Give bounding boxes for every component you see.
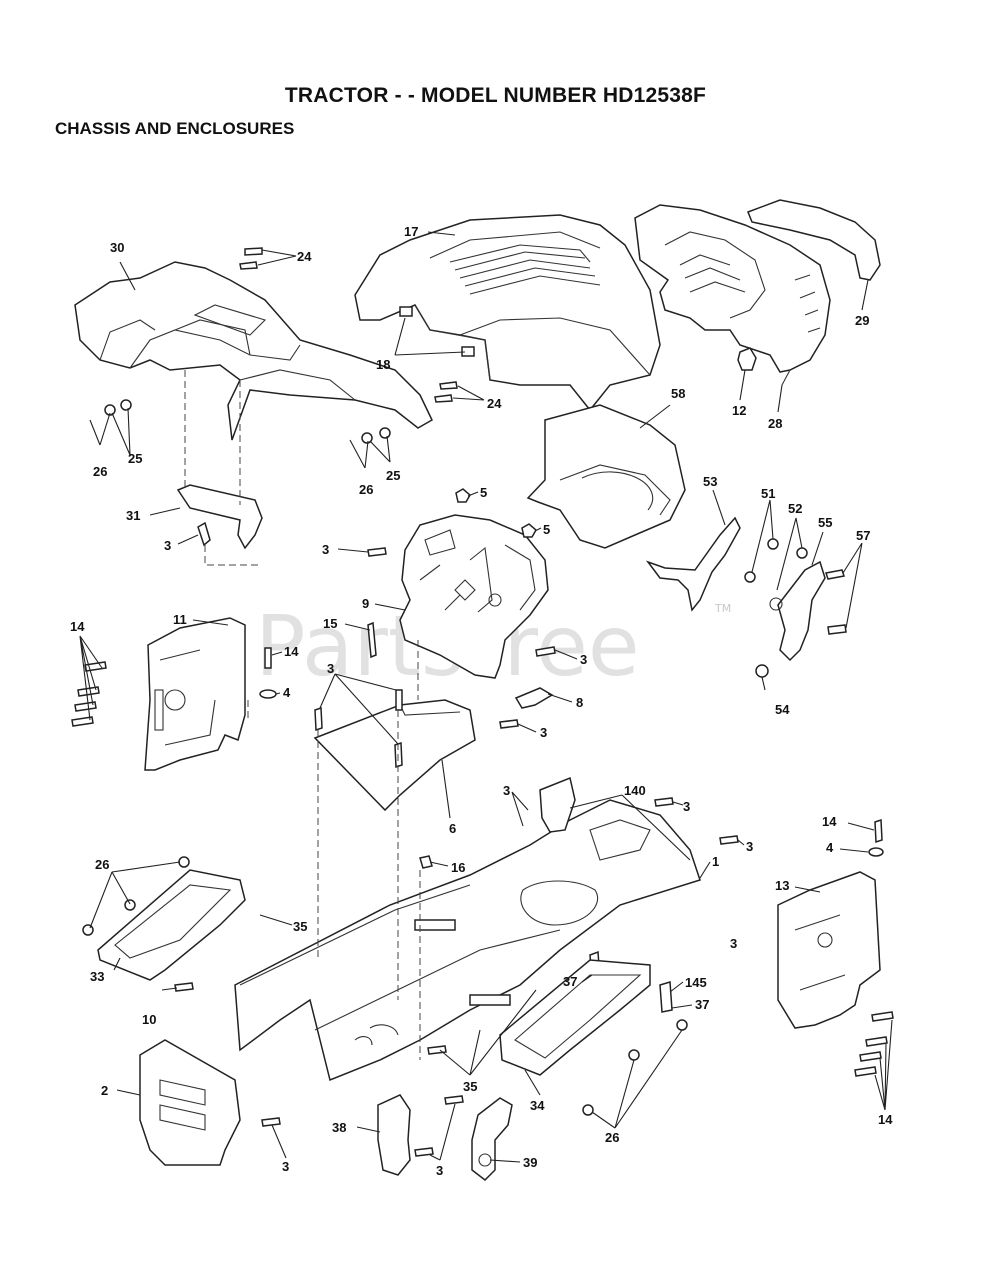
part-misc-fasteners[interactable]	[82, 247, 884, 1157]
callout-14a: 14	[70, 619, 85, 634]
callout-14d: 14	[878, 1112, 893, 1127]
part-bolts-14-right[interactable]	[854, 1011, 894, 1077]
callout-3h: 3	[746, 839, 753, 854]
callout-11: 11	[173, 612, 187, 627]
part-heat-shield[interactable]	[526, 404, 686, 549]
part-hardware-set[interactable]	[744, 538, 847, 691]
section-title: CHASSIS AND ENCLOSURES	[55, 119, 295, 138]
callout-3a: 3	[164, 538, 171, 553]
watermark-tm: TM	[714, 602, 731, 615]
callout-8: 8	[576, 695, 583, 710]
callout-31: 31	[126, 508, 140, 523]
part-bracket-39[interactable]	[471, 1097, 513, 1181]
callout-17: 17	[404, 224, 418, 239]
part-grille[interactable]	[634, 204, 831, 386]
callout-29: 29	[855, 313, 869, 328]
callout-1: 1	[712, 854, 719, 869]
callout-4b: 4	[826, 840, 834, 855]
callout-58: 58	[671, 386, 685, 401]
callout-26a: 26	[93, 464, 107, 479]
callout-145: 145	[685, 975, 707, 990]
callout-25a: 25	[128, 451, 142, 466]
callout-3j: 3	[282, 1159, 289, 1174]
callout-26d: 26	[605, 1130, 619, 1145]
callout-3g: 3	[683, 799, 690, 814]
callout-57: 57	[856, 528, 870, 543]
callout-34: 34	[530, 1098, 545, 1113]
part-bracket-53[interactable]	[645, 516, 741, 612]
callout-52: 52	[788, 501, 802, 516]
callout-10: 10	[142, 1012, 156, 1027]
callout-3k: 3	[436, 1163, 443, 1178]
callout-15: 15	[323, 616, 337, 631]
callout-3d: 3	[540, 725, 547, 740]
part-bracket-31[interactable]	[176, 484, 263, 550]
callout-140: 140	[624, 783, 646, 798]
part-12-nut[interactable]	[737, 347, 757, 371]
callout-24b: 24	[487, 396, 502, 411]
callout-12: 12	[732, 403, 746, 418]
callout-4a: 4	[283, 685, 291, 700]
callout-24a: 24	[297, 249, 312, 264]
callout-14c: 14	[822, 814, 837, 829]
callout-16: 16	[451, 860, 465, 875]
callout-14b: 14	[284, 644, 299, 659]
callout-37a: 37	[563, 974, 577, 989]
callout-35b: 35	[463, 1079, 477, 1094]
callout-18: 18	[376, 357, 390, 372]
page-title: TRACTOR - - MODEL NUMBER HD12538F	[284, 84, 707, 107]
callout-9: 9	[362, 596, 369, 611]
callout-55: 55	[818, 515, 832, 530]
callout-30: 30	[110, 240, 124, 255]
callout-37b: 37	[695, 997, 709, 1012]
callout-3b: 3	[322, 542, 329, 557]
callout-28: 28	[768, 416, 782, 431]
leader-lines	[79, 231, 893, 1163]
part-dash-panel[interactable]	[399, 514, 549, 679]
callout-3f: 3	[503, 783, 510, 798]
callout-5b: 5	[543, 522, 550, 537]
callout-25b: 25	[386, 468, 400, 483]
part-fender[interactable]	[74, 261, 433, 441]
part-bracket-38[interactable]	[377, 1094, 411, 1176]
callout-labels: 30 24 17 18 24 25 26 25 26 29 12 28 58 3…	[70, 224, 893, 1178]
callout-51: 51	[761, 486, 775, 501]
callout-39: 39	[523, 1155, 537, 1170]
part-footrest-left[interactable]	[97, 869, 246, 981]
part-grille-insert[interactable]	[747, 199, 881, 281]
callout-3c: 3	[580, 652, 587, 667]
callout-53: 53	[703, 474, 717, 489]
part-bracket-140[interactable]	[539, 776, 576, 833]
part-front-plate[interactable]	[139, 1039, 241, 1166]
part-main-frame[interactable]	[234, 799, 701, 1082]
part-bolts-14-left[interactable]	[71, 661, 107, 727]
part-side-panel-left[interactable]	[144, 617, 246, 771]
callout-26b: 26	[359, 482, 373, 497]
alignment-lines	[184, 370, 421, 1060]
callout-2: 2	[101, 1083, 108, 1098]
part-clamp[interactable]	[514, 687, 554, 709]
callout-13: 13	[775, 878, 789, 893]
callout-35a: 35	[293, 919, 307, 934]
callout-38: 38	[332, 1120, 346, 1135]
callout-6: 6	[449, 821, 456, 836]
callout-26c: 26	[95, 857, 109, 872]
callout-33: 33	[90, 969, 104, 984]
callout-5a: 5	[480, 485, 487, 500]
callout-54: 54	[775, 702, 790, 717]
callout-3e: 3	[327, 661, 334, 676]
part-footrest-right[interactable]	[499, 959, 651, 1076]
part-side-panel-right[interactable]	[777, 871, 881, 1029]
part-bracket-55[interactable]	[769, 560, 826, 662]
callout-3i: 3	[730, 936, 737, 951]
part-hood[interactable]	[354, 214, 661, 412]
